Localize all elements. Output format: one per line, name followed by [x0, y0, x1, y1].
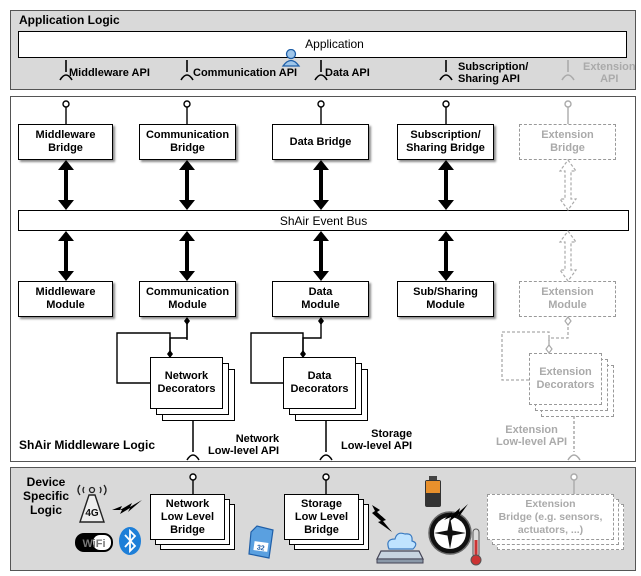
- middleware-bridge: Middleware Bridge: [18, 124, 113, 160]
- middleware-api-label: Middleware API: [69, 67, 150, 79]
- network-decorators-label: Network Decorators: [150, 357, 223, 409]
- subscription-sharing-bridge: Subscription/ Sharing Bridge: [397, 124, 494, 160]
- subscription-sharing-api-label: Subscription/ Sharing API: [458, 61, 529, 85]
- device-specific-logic-title: Device Specific Logic: [23, 475, 70, 517]
- battery-icon: [423, 476, 443, 508]
- application-box: Application: [18, 31, 627, 67]
- extension-decorators-label: Extension Decorators: [529, 353, 602, 405]
- storage-low-level-api-label: Storage Low-level API: [341, 428, 413, 452]
- network-low-level-api-label: Network Low-level API: [208, 433, 280, 457]
- extension-bridge: Extension Bridge: [519, 124, 616, 160]
- data-bridge: Data Bridge: [272, 124, 369, 160]
- application-logic-title: Application Logic: [19, 13, 120, 27]
- cloud-drive-icon: [375, 525, 425, 565]
- extension-module: Extension Module: [519, 281, 616, 317]
- extension-low-level-api-label: Extension Low-level API: [496, 424, 568, 448]
- extension-device-bridge-label: Extension Bridge (e.g. sensors, actuator…: [487, 494, 614, 540]
- sub-sharing-module: Sub/Sharing Module: [397, 281, 494, 317]
- middleware-logic-title: ShAir Middleware Logic: [19, 438, 156, 452]
- wifi-label: WiFi: [82, 538, 105, 550]
- data-module: Data Module: [272, 281, 369, 317]
- data-api-label: Data API: [325, 67, 370, 79]
- cell-label: 4G: [85, 508, 99, 519]
- data-decorators-label: Data Decorators: [283, 357, 356, 409]
- application-label: Application: [305, 37, 364, 51]
- extension-api-label: Extension API: [583, 61, 636, 85]
- communication-api-label: Communication API: [193, 67, 298, 79]
- shair-event-bus: ShAir Event Bus: [18, 210, 629, 231]
- network-low-level-bridge-label: Network Low Level Bridge: [150, 494, 225, 540]
- thermometer-icon: [470, 528, 482, 566]
- communication-bridge: Communication Bridge: [139, 124, 236, 160]
- cell-tower-icon: 4G: [72, 475, 112, 525]
- wifi-icon: WiFi: [74, 530, 114, 554]
- sd-card-icon: 32: [247, 524, 277, 560]
- storage-low-level-bridge-label: Storage Low Level Bridge: [284, 494, 359, 540]
- communication-module: Communication Module: [139, 281, 236, 317]
- sd-label: 32: [256, 544, 265, 552]
- middleware-module: Middleware Module: [18, 281, 113, 317]
- compass-icon: [427, 510, 473, 556]
- bluetooth-icon: [117, 526, 143, 556]
- user-icon: [281, 36, 301, 67]
